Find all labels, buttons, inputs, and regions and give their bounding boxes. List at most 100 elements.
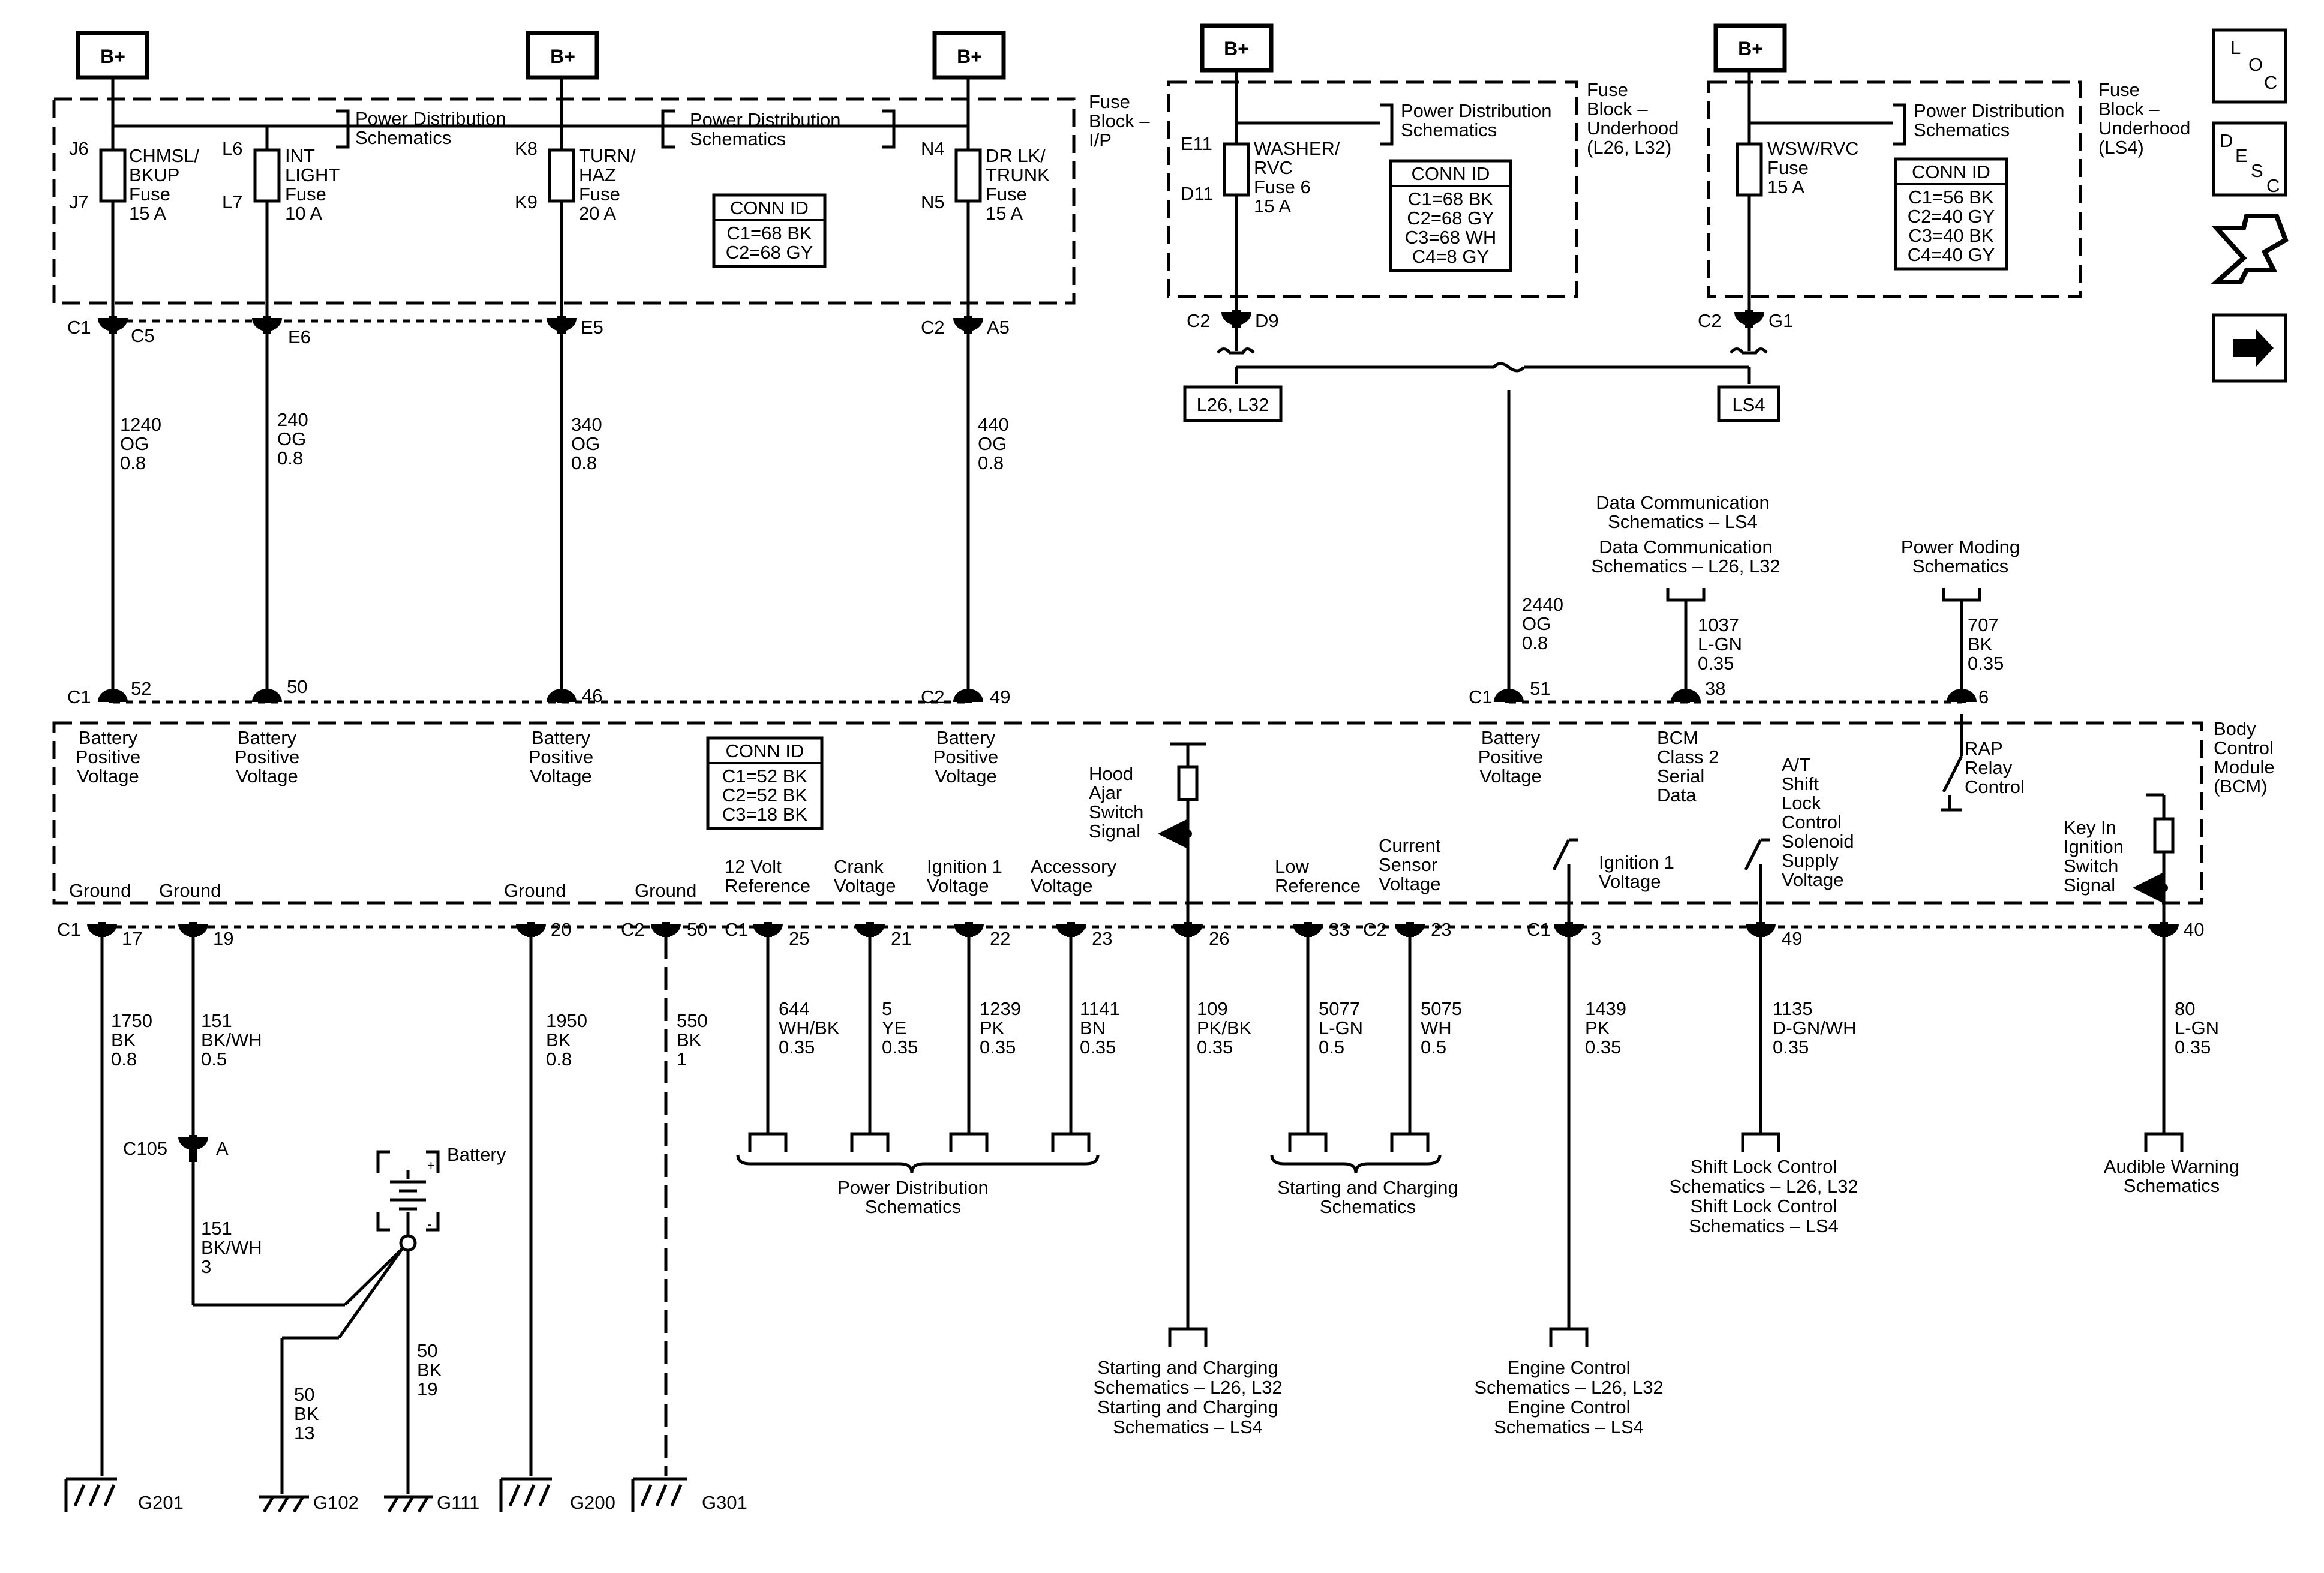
loc-letter-1[interactable]: L: [2230, 37, 2241, 58]
wire-50-a-label-line-2: BK: [294, 1403, 319, 1424]
dest-starting-charging-1-line-1[interactable]: Starting and Charging: [1277, 1177, 1458, 1198]
power-moding-link-line-2[interactable]: Schematics: [1912, 556, 2008, 577]
conn-c2-bcm: C2: [921, 686, 945, 707]
dest-engine-control-line-4[interactable]: Schematics – LS4: [1494, 1416, 1644, 1437]
fuse-block-uh2-label-line-2: Block –: [2098, 98, 2160, 119]
fuse-int-light-label-line-3: Fuse: [285, 184, 326, 205]
lowref-label-line-1: Low: [1275, 856, 1309, 877]
data-comm-l26-link-line-2[interactable]: Schematics – L26, L32: [1591, 556, 1780, 577]
data-comm-ls4-link-line-2[interactable]: Schematics – LS4: [1608, 511, 1758, 532]
battery-plus: +: [427, 1158, 435, 1173]
dest-starting-charging-2-line-3[interactable]: Starting and Charging: [1097, 1397, 1278, 1418]
power-distribution-link-4-line-2[interactable]: Schematics: [1914, 119, 2010, 140]
dest-engine-control-line-1[interactable]: Engine Control: [1507, 1357, 1630, 1378]
wire-5075-label-line-1: 5075: [1421, 998, 1462, 1019]
conn-id-ip-row-line-1: C1=68 BK: [726, 223, 812, 244]
wire-1439-label-line-1: 1439: [1585, 998, 1626, 1019]
bplus-label-3: B+: [957, 46, 982, 67]
dest-starting-charging-2-line-2[interactable]: Schematics – L26, L32: [1093, 1377, 1282, 1398]
wire-550-label-line-1: 550: [677, 1010, 708, 1031]
pin-26: 26: [1209, 928, 1229, 949]
wire-1141-label-line-3: 0.35: [1080, 1037, 1116, 1058]
wire-1439-label-line-2: PK: [1585, 1017, 1610, 1038]
next-arrow-icon[interactable]: [2233, 329, 2274, 367]
bplus-label-4: B+: [1224, 38, 1249, 59]
power-moding-link-line-1[interactable]: Power Moding: [1901, 536, 2020, 557]
pin-50: 50: [287, 676, 307, 697]
ref12-label-line-1: 12 Volt: [725, 856, 782, 877]
bpv-5-line-1: Battery: [1481, 727, 1541, 748]
pin-38: 38: [1705, 678, 1725, 699]
at-shift-lock-label-line-3: Lock: [1782, 792, 1821, 813]
power-distribution-link-3-line-2[interactable]: Schematics: [1401, 119, 1497, 140]
conn-id-uh2: [1894, 157, 2008, 271]
pin-a5: A5: [987, 317, 1010, 338]
loc-letter-2[interactable]: O: [2248, 54, 2263, 75]
power-distribution-link-1-line-1[interactable]: Power Distribution: [355, 108, 506, 129]
wire-644-label-line-3: 0.35: [779, 1037, 815, 1058]
conn-c1-bot2: C1: [725, 919, 749, 940]
dest-engine-control-line-2[interactable]: Schematics – L26, L32: [1474, 1377, 1663, 1398]
dest-starting-charging-2-line-4[interactable]: Schematics – LS4: [1113, 1416, 1263, 1437]
bplus-box-4: [1200, 23, 1274, 123]
conn-c2-uh2: C2: [1698, 310, 1722, 331]
desc-letter-2[interactable]: E: [2235, 145, 2248, 166]
fuse-turn-label-line-1: TURN/: [579, 145, 636, 166]
dest-audible-warning-line-2[interactable]: Schematics: [2124, 1175, 2220, 1196]
at-shift-lock-label-line-7: Voltage: [1782, 869, 1843, 890]
bcm-label-line-2: Control: [2214, 737, 2274, 758]
dest-power-distribution-line-2[interactable]: Schematics: [865, 1196, 961, 1217]
bcm-class2-label-line-2: Class 2: [1657, 746, 1719, 767]
wire-1950-label-line-1: 1950: [546, 1010, 587, 1031]
dest-shift-lock-line-1[interactable]: Shift Lock Control: [1691, 1156, 1837, 1177]
power-distribution-link-2-line-1[interactable]: Power Distribution: [690, 109, 841, 130]
power-distribution-link-2-line-2[interactable]: Schematics: [690, 128, 786, 149]
dest-audible-warning-line-1[interactable]: Audible Warning: [2104, 1156, 2239, 1177]
bcm-label-line-1: Body: [2214, 718, 2256, 739]
loc-letter-3[interactable]: C: [2264, 72, 2277, 93]
dest-shift-lock-line-3[interactable]: Shift Lock Control: [1691, 1196, 1837, 1217]
power-distribution-link-3-line-1[interactable]: Power Distribution: [1401, 100, 1552, 121]
data-comm-l26-link-line-1[interactable]: Data Communication: [1599, 536, 1772, 557]
desc-letter-1[interactable]: D: [2220, 130, 2233, 151]
conn-id-uh2-row-line-4: C4=40 GY: [1908, 244, 1995, 265]
bpv-4-line-3: Voltage: [935, 766, 996, 786]
desc-button[interactable]: [2212, 121, 2287, 197]
dest-starting-charging-2-line-1[interactable]: Starting and Charging: [1097, 1357, 1278, 1378]
dest-power-distribution-line-1[interactable]: Power Distribution: [837, 1177, 989, 1198]
pin-33: 33: [1329, 919, 1349, 940]
bpv-2-line-2: Positive: [235, 746, 300, 767]
conn-c1-bot3: C1: [1527, 919, 1551, 940]
wire-340-label-line-3: 0.8: [571, 452, 597, 473]
connector-tool-icon: [2210, 214, 2289, 284]
loc-button[interactable]: [2212, 28, 2287, 104]
bcm-class2-label-line-1: BCM: [1657, 727, 1698, 748]
power-distribution-link-1-line-2[interactable]: Schematics: [355, 127, 451, 148]
next-button[interactable]: [2212, 313, 2287, 383]
desc-letter-4[interactable]: C: [2266, 175, 2280, 196]
conn-c2-uh1: C2: [1187, 310, 1211, 331]
dest-shift-lock-line-4[interactable]: Schematics – LS4: [1689, 1215, 1839, 1236]
fuse-washer: [1223, 123, 1250, 312]
fuse-wsw: [1736, 123, 1763, 312]
fuse-turn-haz: [548, 126, 575, 318]
bcm-class2-label-line-3: Serial: [1657, 766, 1704, 786]
conn-id-uh1-row-line-2: C2=68 GY: [1407, 208, 1494, 229]
dest-starting-charging-1-line-2[interactable]: Schematics: [1320, 1196, 1416, 1217]
c105-pin-a: A: [216, 1138, 229, 1159]
ign1-label-line-1: Ignition 1: [927, 856, 1002, 877]
wire-151-b-label-line-1: 151: [201, 1218, 232, 1239]
rap-relay-label-line-1: RAP: [1965, 738, 2003, 759]
fuse-chmsl-label-line-2: BKUP: [129, 164, 179, 185]
dest-shift-lock-line-2[interactable]: Schematics – L26, L32: [1669, 1176, 1858, 1197]
dest-engine-control-line-3[interactable]: Engine Control: [1507, 1397, 1630, 1418]
bplus-box-5: [1713, 23, 1787, 123]
pin-19: 19: [213, 928, 233, 949]
power-distribution-link-4-line-1[interactable]: Power Distribution: [1914, 100, 2065, 121]
data-comm-ls4-link-line-1[interactable]: Data Communication: [1596, 492, 1769, 513]
conn-c1-bcm2: C1: [1469, 686, 1493, 707]
wire-1950-label-line-3: 0.8: [546, 1049, 572, 1070]
fuse-drlk-label-line-1: DR LK/: [986, 145, 1046, 166]
desc-letter-3[interactable]: S: [2251, 160, 2263, 181]
fuse-block-uh2-label-line-1: Fuse: [2098, 79, 2140, 100]
